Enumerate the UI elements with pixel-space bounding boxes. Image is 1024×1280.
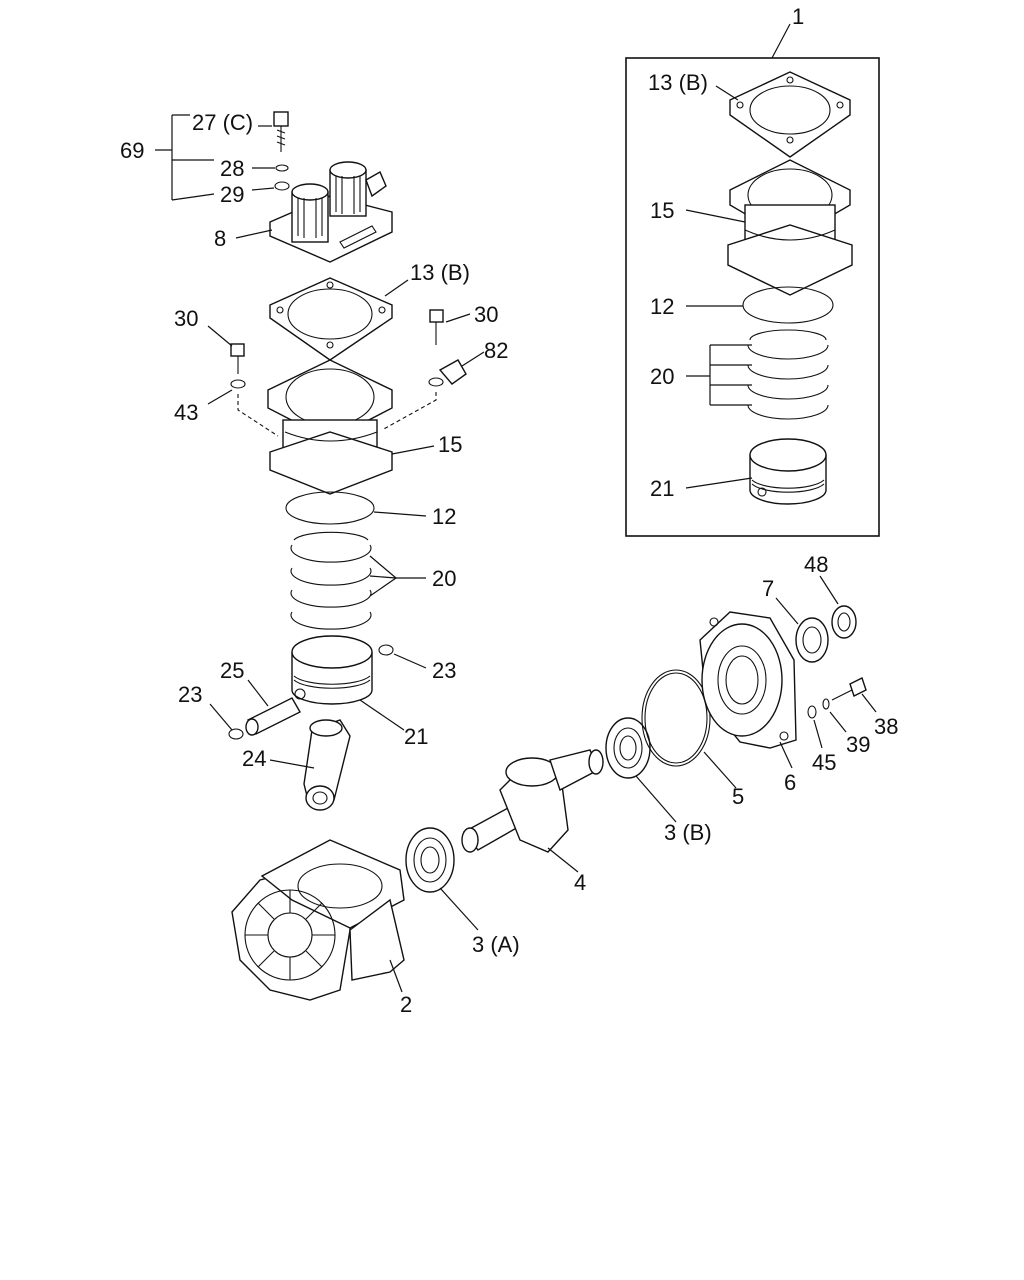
label-43: 43: [174, 400, 198, 425]
inset-gasket-13b: [729, 71, 851, 158]
crankshaft-4: [461, 749, 604, 853]
label-15-inset: 15: [650, 198, 674, 223]
crankcase-2: [231, 839, 405, 1001]
washer-43: [230, 379, 246, 389]
piston-21: [291, 635, 373, 705]
label-20-inset: 20: [650, 364, 674, 389]
label-29: 29: [220, 182, 244, 207]
connecting-rod-24: [303, 719, 351, 811]
label-7: 7: [762, 576, 774, 601]
bearing-3b: [605, 717, 651, 779]
cylinder-head-group: [155, 111, 485, 811]
label-45: 45: [812, 750, 836, 775]
label-8: 8: [214, 226, 226, 251]
label-82: 82: [484, 338, 508, 363]
seal-48: [831, 605, 857, 639]
label-39: 39: [846, 732, 870, 757]
label-30-left: 30: [174, 306, 198, 331]
snap-ring-23-right: [378, 644, 394, 656]
inset-ring-12: [742, 286, 834, 324]
label-48: 48: [804, 552, 828, 577]
o-ring-5: [641, 669, 711, 767]
label-69: 69: [120, 138, 144, 163]
label-23-right: 23: [432, 658, 456, 683]
label-20: 20: [432, 566, 456, 591]
cylinder-head-8: [269, 161, 393, 263]
label-12-inset: 12: [650, 294, 674, 319]
inset-frame: [625, 57, 880, 537]
label-2: 2: [400, 992, 412, 1017]
label-5: 5: [732, 784, 744, 809]
label-38: 38: [874, 714, 898, 739]
piston-pin-25: [245, 697, 301, 736]
washer-29: [274, 181, 290, 191]
washer-39: [822, 698, 830, 710]
washer-45: [807, 705, 817, 719]
label-23-left: 23: [178, 682, 202, 707]
label-6: 6: [784, 770, 796, 795]
label-1: 1: [792, 4, 804, 29]
inset-piston-21: [749, 438, 827, 505]
seal-7: [795, 617, 829, 663]
label-13b: 13 (B): [410, 260, 470, 285]
label-25: 25: [220, 658, 244, 683]
clip-82: [438, 359, 467, 385]
inset-cylinder-15: [727, 159, 853, 296]
part-labels: 1 13 (B) 15 12 20 21 69 27 (C) 28 29 8 1…: [120, 4, 898, 1017]
gasket-13b: [269, 277, 393, 361]
piston-rings-20: [290, 531, 372, 630]
label-4: 4: [574, 870, 586, 895]
bearing-cover-6: [699, 611, 797, 749]
bolt-30-right: [429, 309, 444, 345]
crankcase-group: [231, 575, 877, 1001]
cylinder-15: [267, 359, 393, 495]
label-30-right: 30: [474, 302, 498, 327]
label-27c: 27 (C): [192, 110, 253, 135]
bearing-3a: [405, 827, 455, 893]
label-13b-inset: 13 (B): [648, 70, 708, 95]
label-21: 21: [404, 724, 428, 749]
bolt-30-left: [230, 343, 245, 374]
label-24: 24: [242, 746, 266, 771]
bolt-27c: [273, 111, 289, 152]
washer-28: [275, 164, 289, 172]
label-12: 12: [432, 504, 456, 529]
ring-12: [285, 491, 375, 525]
assembly-kit-inset: [625, 23, 880, 537]
label-3b: 3 (B): [664, 820, 712, 845]
label-28: 28: [220, 156, 244, 181]
label-3a: 3 (A): [472, 932, 520, 957]
bolt-38: [831, 677, 867, 701]
inset-piston-rings-20: [747, 329, 829, 420]
label-15: 15: [438, 432, 462, 457]
label-21-inset: 21: [650, 476, 674, 501]
snap-ring-23-left: [228, 728, 244, 740]
